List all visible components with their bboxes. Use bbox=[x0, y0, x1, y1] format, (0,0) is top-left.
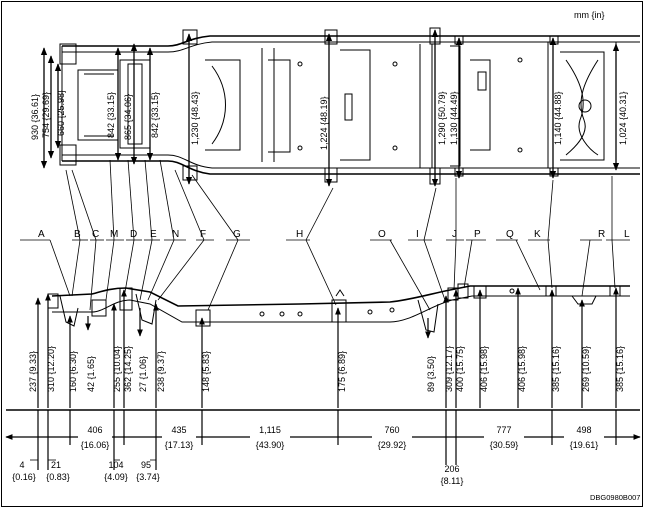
length-435-in: {17.13} bbox=[165, 440, 194, 450]
height-400: 400 {15.75} bbox=[455, 346, 465, 392]
length-95: 95 bbox=[141, 460, 151, 470]
height-148: 148 {5.83} bbox=[201, 351, 211, 392]
width-1224: 1,224 {48.19} bbox=[319, 96, 329, 150]
figure-code: DBG0980B007 bbox=[590, 493, 640, 502]
width-1230: 1,230 {48.43} bbox=[190, 91, 200, 145]
height-dimension-lines bbox=[35, 287, 619, 408]
width-865: 865 {34.06} bbox=[123, 94, 133, 140]
height-406-a: 406 {15.98} bbox=[479, 346, 489, 392]
width-1290: 1,290 {50.79} bbox=[437, 91, 447, 145]
length-760-in: {29.92} bbox=[378, 440, 407, 450]
length-206-in: {8.11} bbox=[441, 476, 464, 486]
width-842-front: 842 {33.15} bbox=[106, 92, 116, 138]
top-width-dimension-lines bbox=[40, 29, 620, 187]
length-1115: 1,115 bbox=[259, 425, 281, 435]
height-238: 238 {9.37} bbox=[156, 351, 166, 392]
point-label-f: F bbox=[200, 229, 206, 240]
length-labels: 406 {16.06} 435 {17.13} 1,115 {43.90} 76… bbox=[12, 422, 604, 486]
height-237: 237 {9.33} bbox=[28, 351, 38, 392]
length-4-in: {0.16} bbox=[12, 472, 36, 482]
length-498-in: {19.61} bbox=[570, 440, 599, 450]
point-label-m: M bbox=[110, 229, 118, 240]
height-42: 42 {1.65} bbox=[86, 356, 96, 392]
height-160: 160 {6.30} bbox=[68, 351, 78, 392]
point-label-e: E bbox=[150, 229, 157, 240]
height-269: 269 {10.59} bbox=[581, 346, 591, 392]
length-104-in: {4.09} bbox=[104, 472, 128, 482]
frame-side-view bbox=[47, 283, 630, 333]
height-309: 309 {12.17} bbox=[444, 346, 454, 392]
point-label-p: P bbox=[474, 229, 481, 240]
point-label-o: O bbox=[378, 229, 386, 240]
length-435: 435 bbox=[171, 425, 186, 435]
point-labels: A B C M D E N F G H O I J P Q K R L bbox=[38, 229, 630, 240]
length-777-in: {30.59} bbox=[490, 440, 519, 450]
length-1115-in: {43.90} bbox=[256, 440, 285, 450]
height-175: 175 {6.89} bbox=[337, 351, 347, 392]
point-label-a: A bbox=[38, 229, 45, 240]
height-89: 89 {3.50} bbox=[426, 356, 436, 392]
length-4: 4 bbox=[19, 460, 24, 470]
width-1140: 1,140 {44.88} bbox=[553, 91, 563, 145]
point-label-k: K bbox=[534, 229, 541, 240]
length-ticks bbox=[37, 410, 617, 470]
point-label-l: L bbox=[624, 229, 630, 240]
length-104: 104 bbox=[108, 460, 123, 470]
point-label-j: J bbox=[452, 229, 457, 240]
point-label-g: G bbox=[233, 229, 241, 240]
length-406-in: {16.06} bbox=[81, 440, 110, 450]
point-label-b: B bbox=[74, 229, 81, 240]
point-label-n: N bbox=[172, 229, 179, 240]
length-777: 777 bbox=[496, 425, 511, 435]
height-385-b: 385 {15.16} bbox=[615, 346, 625, 392]
point-label-i: I bbox=[416, 229, 419, 240]
point-label-d: D bbox=[130, 229, 137, 240]
length-206: 206 bbox=[444, 464, 459, 474]
height-255: 255 {10.04} bbox=[112, 346, 122, 392]
height-406-b: 406 {15.98} bbox=[517, 346, 527, 392]
length-21: 21 bbox=[51, 460, 61, 470]
units-label: mm {in} bbox=[574, 10, 605, 20]
height-labels: 237 {9.33} 310 {12.20} 160 {6.30} 42 {1.… bbox=[28, 346, 625, 392]
length-760: 760 bbox=[384, 425, 399, 435]
height-385-a: 385 {15.16} bbox=[551, 346, 561, 392]
length-498: 498 bbox=[576, 425, 591, 435]
width-754: 754 {29.69} bbox=[41, 92, 51, 138]
width-1130: 1,130 {44.49} bbox=[449, 91, 459, 145]
width-660: 660 {25.98} bbox=[56, 90, 66, 136]
leader-lines bbox=[20, 159, 630, 311]
point-label-c: C bbox=[92, 229, 99, 240]
point-label-h: H bbox=[296, 229, 303, 240]
point-label-q: Q bbox=[506, 229, 514, 240]
length-95-in: {3.74} bbox=[136, 472, 160, 482]
width-1024: 1,024 {40.31} bbox=[618, 91, 628, 145]
height-362: 362 {14.25} bbox=[123, 346, 133, 392]
width-930: 930 {36.61} bbox=[30, 94, 40, 140]
width-842-rear: 842 {33.15} bbox=[150, 92, 160, 138]
top-width-labels: 930 {36.61} 754 {29.69} 660 {25.98} 842 … bbox=[30, 90, 628, 150]
length-406: 406 bbox=[87, 425, 102, 435]
height-310: 310 {12.20} bbox=[46, 346, 56, 392]
length-21-in: {0.83} bbox=[46, 472, 70, 482]
height-27: 27 {1.06} bbox=[138, 356, 148, 392]
point-label-r: R bbox=[598, 229, 605, 240]
